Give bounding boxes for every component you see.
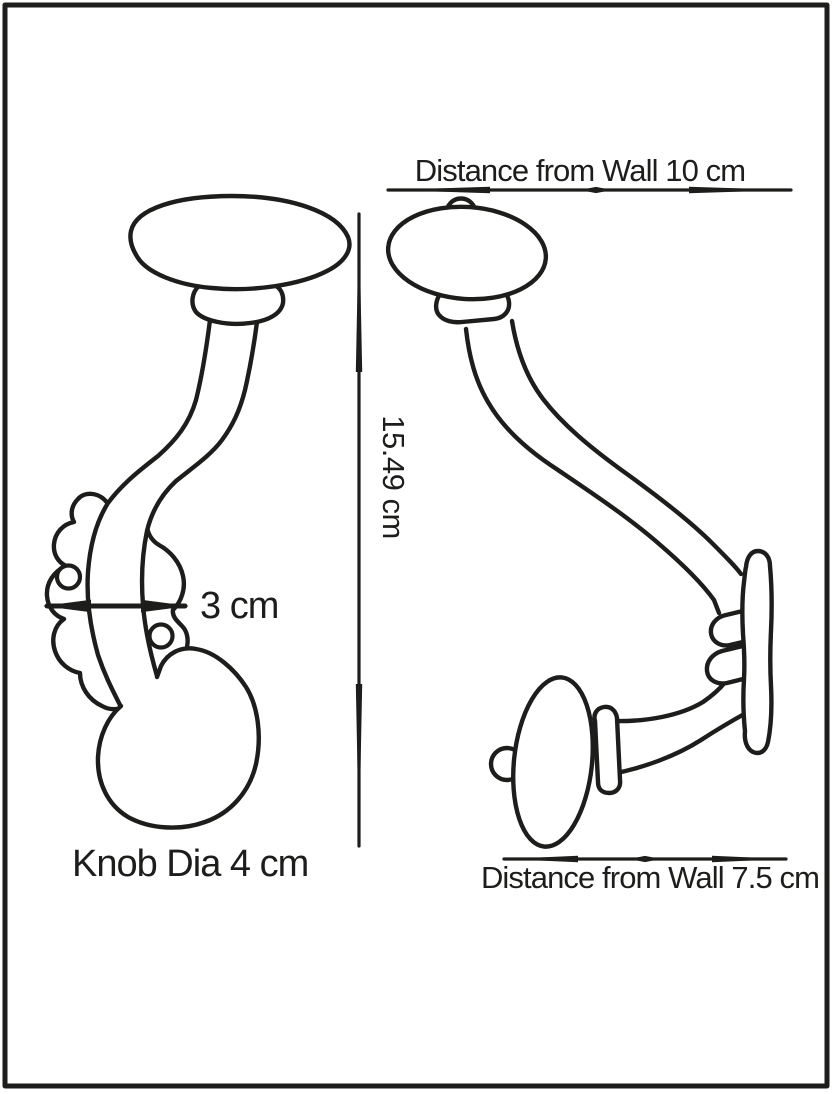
screw-hole-bottom (147, 622, 175, 650)
side-lower-knob (511, 675, 595, 849)
side-stem (466, 321, 741, 613)
side-top-knob (385, 204, 549, 302)
side-wall-plate (740, 548, 774, 756)
height-dimension-line (355, 212, 363, 848)
plate-width-dimension (43, 599, 189, 613)
front-stem (87, 312, 257, 712)
hook-front-view (43, 193, 352, 830)
front-hook-knob (97, 648, 259, 828)
label-wall-distance-top: Distance from Wall 10 cm (415, 153, 745, 188)
label-knob-diameter: Knob Dia 4 cm (72, 843, 308, 885)
front-top-knob (128, 193, 352, 292)
hook-side-view (385, 196, 774, 849)
label-wall-distance-bottom: Distance from Wall 7.5 cm (481, 860, 819, 895)
top-dimension-line (386, 186, 793, 194)
bottom-dimension-line (502, 855, 788, 863)
mount-ring-top (708, 607, 750, 648)
screw-hole-top (54, 563, 83, 591)
label-plate-width: 3 cm (200, 585, 278, 627)
mount-ring-bottom (704, 642, 750, 686)
label-height: 15.49 cm (376, 415, 411, 539)
side-ferrule (592, 704, 623, 796)
